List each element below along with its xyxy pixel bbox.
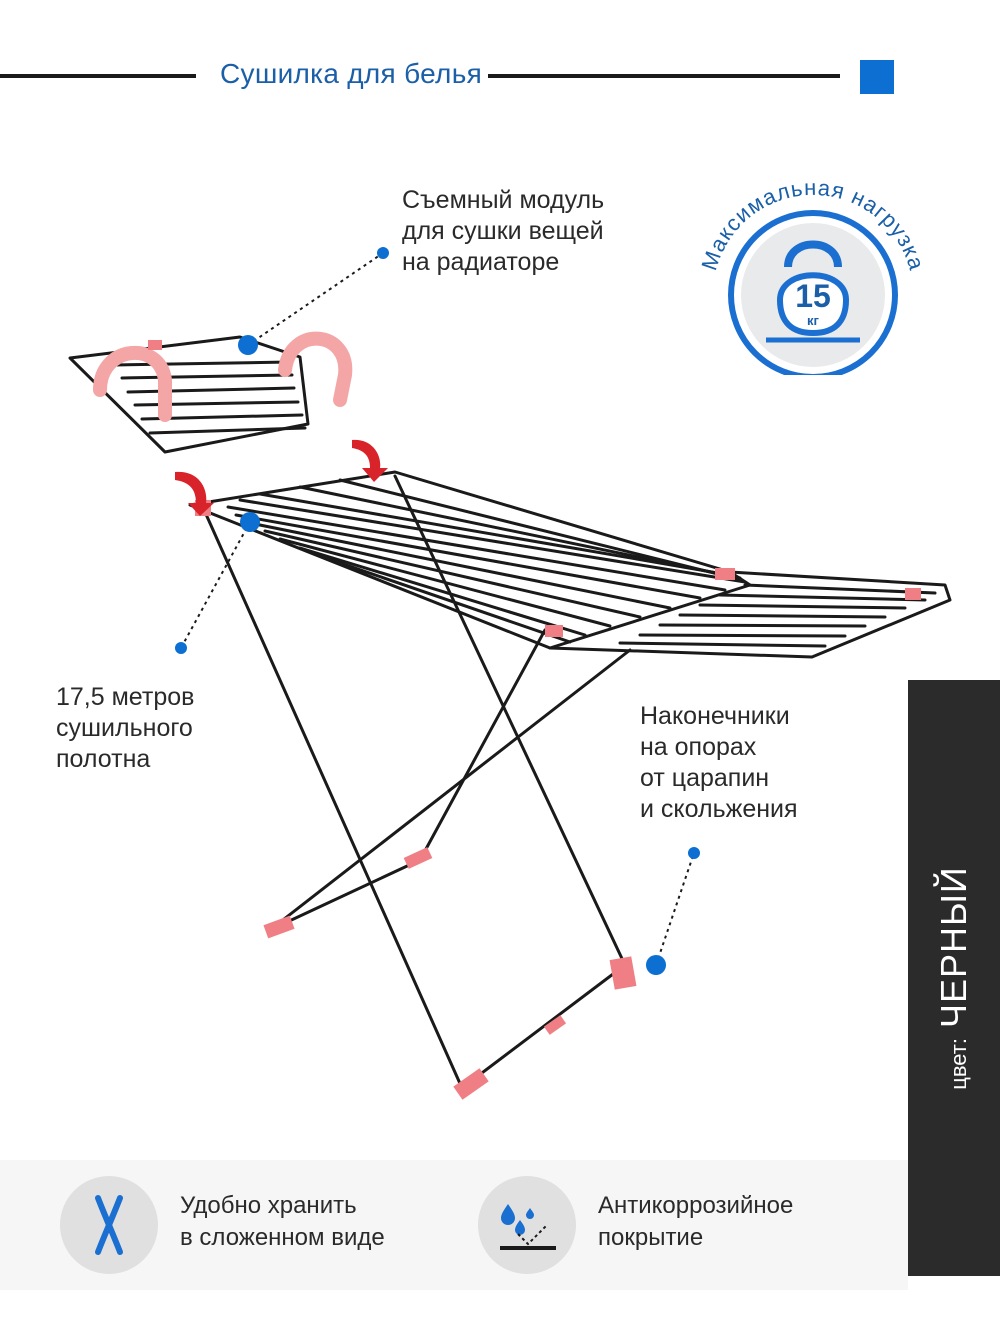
- callout-line: сушильного: [56, 714, 193, 742]
- feature-line: в сложенном виде: [180, 1224, 385, 1251]
- page-title: Сушилка для белья: [220, 58, 483, 89]
- feature-coating-text: Антикоррозийное покрытие: [598, 1190, 793, 1254]
- callout-drying-length: 17,5 метров сушильного полотна: [56, 682, 194, 775]
- feature-folded-text: Удобно хранить в сложенном виде: [180, 1190, 385, 1254]
- feature-line: Удобно хранить: [180, 1192, 357, 1219]
- callout-line: 17,5 метров: [56, 683, 195, 711]
- badge-value: 15: [795, 278, 831, 314]
- color-label: цвет:: [946, 1038, 971, 1090]
- kettlebell-icon: [766, 240, 860, 343]
- color-value: ЧЕРНЫЙ: [933, 866, 974, 1029]
- feature-coating-circle: [478, 1176, 576, 1274]
- color-panel-text: цвет: ЧЕРНЫЙ: [933, 866, 975, 1090]
- callout-line: от царапин: [640, 764, 770, 792]
- folded-x-icon: [95, 1195, 123, 1255]
- callout-line: и скольжения: [640, 795, 798, 823]
- badge-unit: кг: [807, 313, 820, 328]
- feature-line: покрытие: [598, 1224, 704, 1251]
- feature-folded-circle: [60, 1176, 158, 1274]
- callout-line: полотна: [56, 745, 151, 773]
- callout-line: на радиаторе: [402, 248, 560, 276]
- water-drops-icon: [500, 1204, 556, 1250]
- callout-leg-tips: Наконечники на опорах от царапин и сколь…: [640, 701, 798, 825]
- callout-line: на опорах: [640, 733, 757, 761]
- callout-line: Наконечники: [640, 702, 790, 730]
- header-line-right: [488, 74, 840, 78]
- feature-line: Антикоррозийное: [598, 1192, 794, 1219]
- header-line-left: [0, 74, 196, 78]
- max-load-badge: Максимальная нагрузка 15 кг: [696, 175, 929, 375]
- callout-line: Съемный модуль: [402, 186, 605, 214]
- color-panel: цвет: ЧЕРНЫЙ: [908, 680, 1000, 1276]
- callout-line: для сушки вещей: [402, 217, 604, 245]
- callout-removable-module: Съемный модуль для сушки вещей на радиат…: [402, 185, 604, 278]
- brand-square-icon: [860, 60, 894, 94]
